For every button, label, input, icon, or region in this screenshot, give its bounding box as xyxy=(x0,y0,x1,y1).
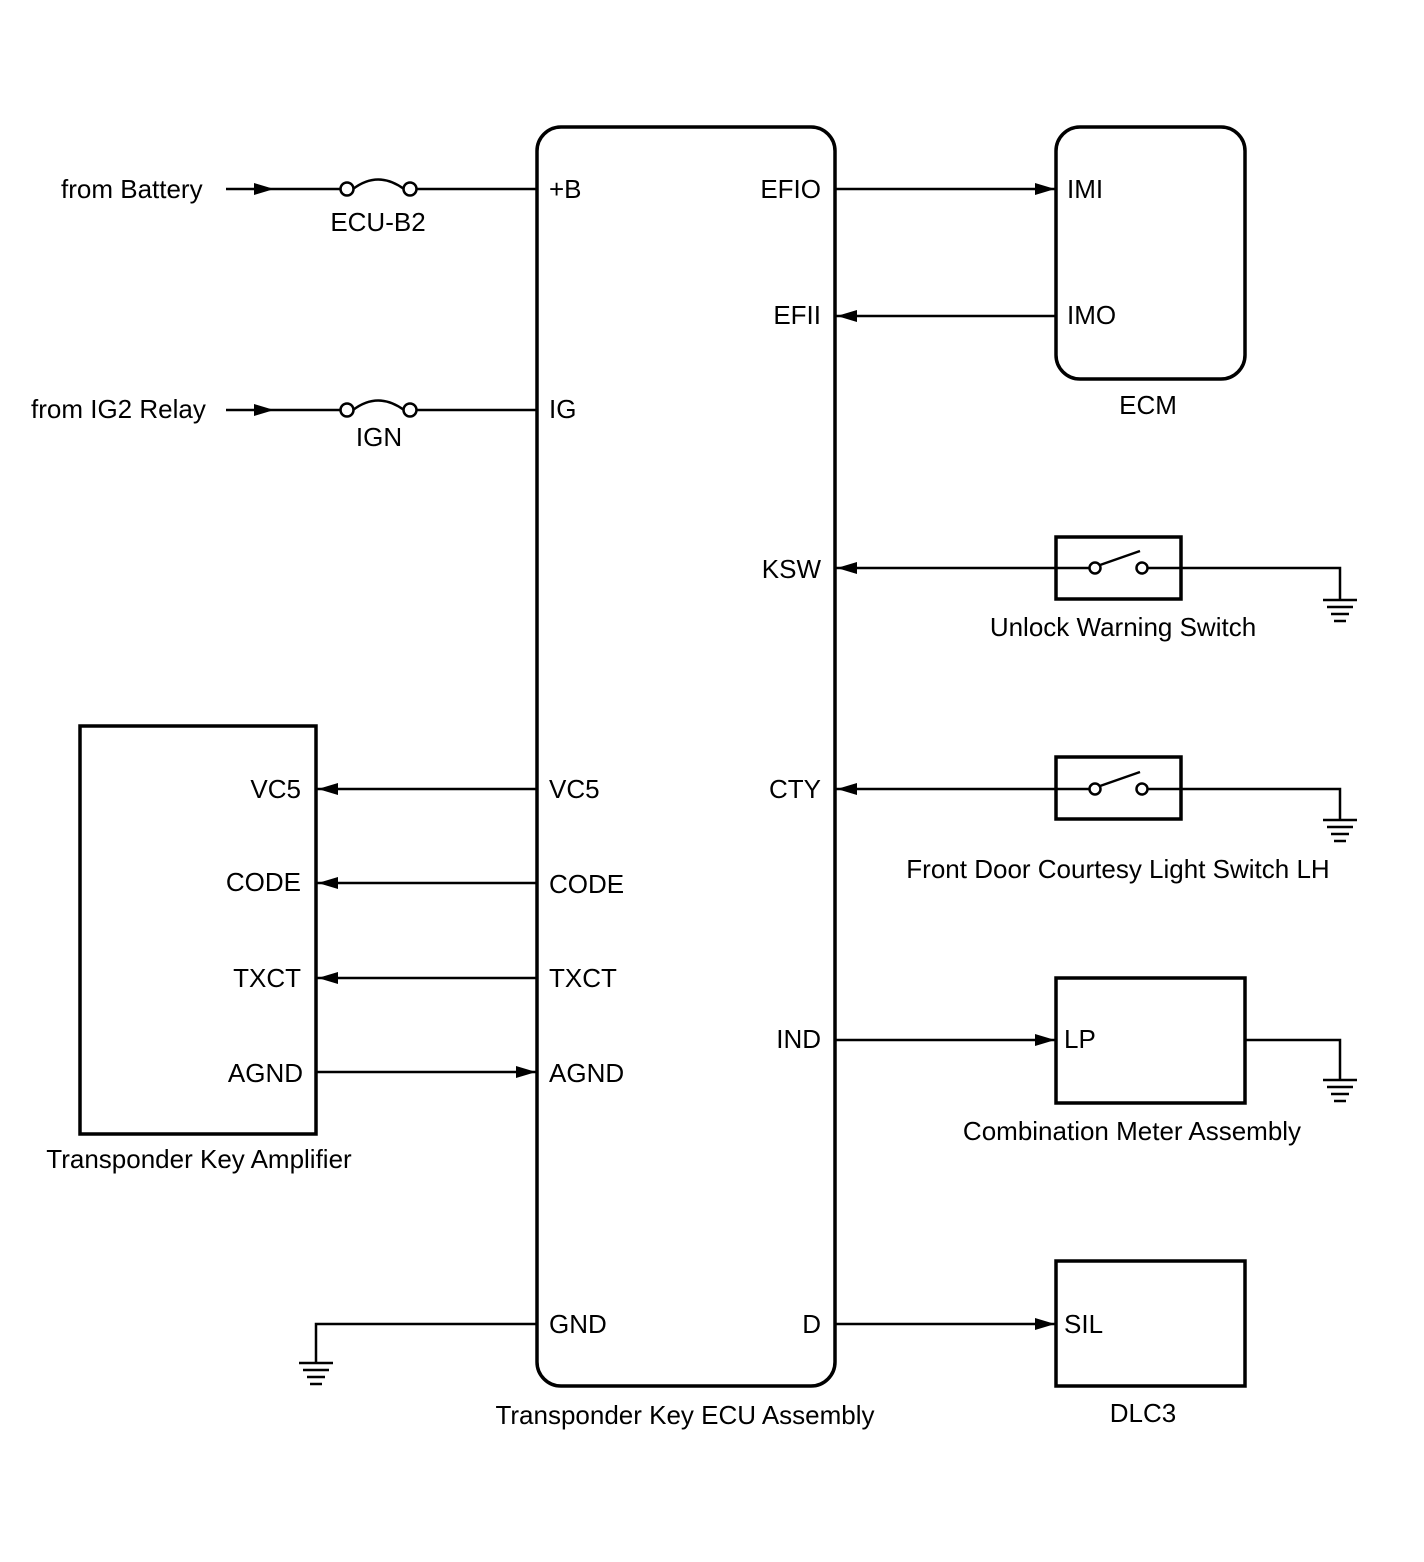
ecu-pin-txct: TXCT xyxy=(549,963,617,993)
ecm-pin-imo: IMO xyxy=(1067,300,1116,330)
ecu-pin-gnd: GND xyxy=(549,1309,607,1339)
fuse-ecu-b2-label: ECU-B2 xyxy=(330,207,425,237)
fuse-ign-label: IGN xyxy=(356,422,402,452)
code-arrow xyxy=(318,877,338,889)
amplifier-pin-txct: TXCT xyxy=(233,963,301,993)
amplifier-pin-code: CODE xyxy=(226,867,301,897)
door-switch-ground-wire xyxy=(1147,787,1342,820)
fuse-ecu-b2-symbol xyxy=(339,178,418,197)
amplifier-title: Transponder Key Amplifier xyxy=(46,1144,352,1174)
source-ig2-relay-label: from IG2 Relay xyxy=(31,394,206,424)
unlock-switch-title: Unlock Warning Switch xyxy=(990,612,1256,642)
ground-icon xyxy=(1323,598,1357,623)
ecu-pin-ig: IG xyxy=(549,394,576,424)
ecu-pin-efii: EFII xyxy=(773,300,821,330)
ground-icon xyxy=(1323,818,1357,843)
ground-icon xyxy=(299,1361,333,1386)
ground-icon xyxy=(1323,1078,1357,1103)
d-sil-arrow xyxy=(1035,1318,1055,1330)
cty-arrow xyxy=(837,783,857,795)
dlc3-title: DLC3 xyxy=(1110,1398,1176,1428)
ecu-pin-d: D xyxy=(802,1309,821,1339)
ecu-pin-ksw: KSW xyxy=(762,554,822,584)
imo-efii-arrow xyxy=(837,310,857,322)
unlock-switch-contact-symbol xyxy=(1088,549,1149,575)
ecm-box xyxy=(1054,125,1247,381)
ecu-pin-cty: CTY xyxy=(769,774,821,804)
ksw-arrow xyxy=(837,562,857,574)
combination-meter-title: Combination Meter Assembly xyxy=(963,1116,1301,1146)
combination-meter-pin-lp: LP xyxy=(1064,1024,1096,1054)
combination-meter-ground-wire xyxy=(1245,1038,1342,1080)
dlc3-pin-sil: SIL xyxy=(1064,1309,1103,1339)
ecu-box xyxy=(535,125,837,1388)
door-switch-title: Front Door Courtesy Light Switch LH xyxy=(906,854,1329,884)
ecu-pin-efio: EFIO xyxy=(760,174,821,204)
ig2-arrow xyxy=(254,404,274,416)
source-battery-label: from Battery xyxy=(61,174,203,204)
amplifier-pin-agnd: AGND xyxy=(228,1058,303,1088)
ecm-pin-imi: IMI xyxy=(1067,174,1103,204)
ecu-pin-b: +B xyxy=(549,174,582,204)
ecm-title: ECM xyxy=(1119,390,1177,420)
amplifier-box xyxy=(78,724,318,1136)
fuse-ign-symbol xyxy=(339,399,418,418)
ecu-title: Transponder Key ECU Assembly xyxy=(495,1400,874,1430)
ecu-pin-vc5: VC5 xyxy=(549,774,600,804)
ecu-pin-agnd: AGND xyxy=(549,1058,624,1088)
unlock-switch-ground-wire xyxy=(1147,566,1342,600)
txct-arrow xyxy=(318,972,338,984)
ecu-pin-ind: IND xyxy=(776,1024,821,1054)
vc5-arrow xyxy=(318,783,338,795)
agnd-arrow xyxy=(516,1066,536,1078)
ecu-pin-code: CODE xyxy=(549,869,624,899)
amplifier-pin-vc5: VC5 xyxy=(250,774,301,804)
battery-arrow xyxy=(254,183,274,195)
door-switch-contact-symbol xyxy=(1088,770,1149,796)
efio-imi-arrow xyxy=(1035,183,1055,195)
ind-lp-arrow xyxy=(1035,1034,1055,1046)
ecu-ground-wire xyxy=(314,1322,537,1363)
